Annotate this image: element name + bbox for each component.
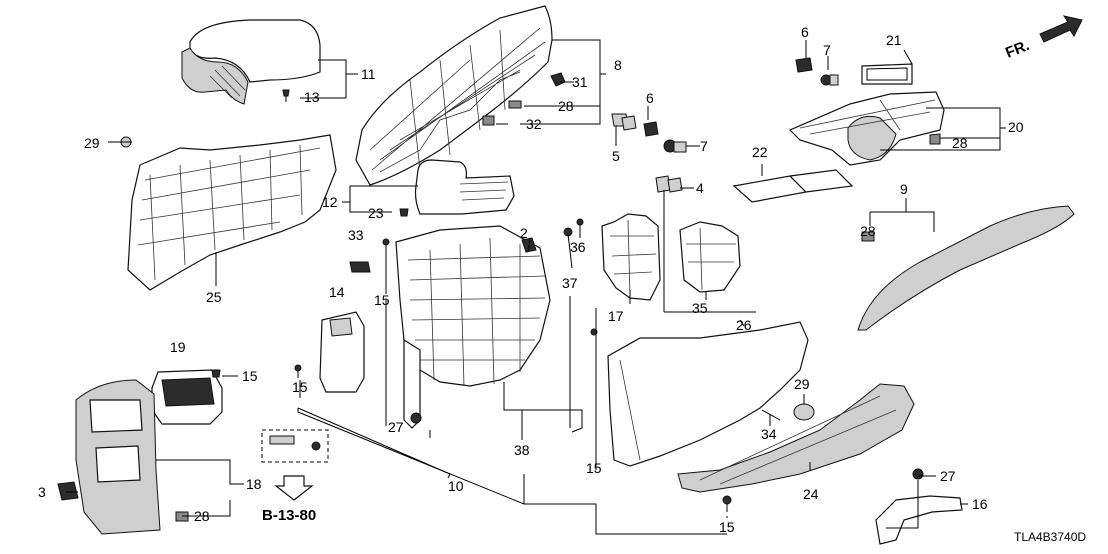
callout-15c: 15 [242, 368, 258, 384]
part-rear-panel-18 [75, 379, 161, 535]
callout-5: 5 [612, 148, 620, 164]
callout-36: 36 [570, 239, 586, 255]
part-bracket-16 [875, 495, 963, 545]
part-clip-3 [57, 481, 79, 501]
reference-label: B-13-80 [262, 507, 316, 524]
part-socket-7a [820, 74, 839, 86]
part-mat-21 [861, 63, 913, 85]
callout-29b: 29 [794, 376, 810, 392]
part-pin-34 [761, 409, 781, 421]
callout-10: 10 [448, 478, 464, 494]
callout-28b: 28 [952, 135, 968, 151]
part-screw-15c [211, 369, 221, 378]
part-cap-6a [795, 57, 813, 73]
callout-25: 25 [206, 289, 222, 305]
part-clip-28a [508, 100, 522, 109]
part-screw-23 [399, 208, 409, 217]
front-direction-arrow-icon [1039, 15, 1083, 43]
callout-28c: 28 [860, 223, 876, 239]
callout-37: 37 [562, 275, 578, 291]
callout-33: 33 [348, 227, 364, 243]
callout-15b: 15 [292, 379, 308, 395]
callout-15d: 15 [586, 460, 602, 476]
part-duct-24 [677, 383, 915, 493]
part-lid-22 [732, 169, 854, 203]
part-center-panel-26 [607, 321, 809, 467]
callout-13: 13 [304, 89, 320, 105]
callout-9: 9 [900, 181, 908, 197]
part-screw-15a [382, 238, 390, 250]
callout-28a: 28 [558, 98, 574, 114]
callout-numbers: 2 3 4 5 6 6 7 7 8 9 10 11 12 13 14 15 15… [38, 24, 1024, 535]
callout-15a: 15 [374, 292, 390, 308]
callout-35: 35 [692, 300, 708, 316]
part-switch-4 [655, 175, 683, 193]
callout-21: 21 [886, 32, 902, 48]
part-clip-27a [410, 412, 422, 424]
part-connector [261, 429, 329, 463]
callout-8: 8 [614, 57, 622, 73]
part-screw-15d [722, 495, 732, 512]
part-cap-6b [643, 121, 659, 137]
callout-27b: 27 [940, 468, 956, 484]
part-side-panel-8 [355, 5, 553, 186]
callout-12: 12 [322, 194, 338, 210]
part-clip-28b [929, 133, 941, 145]
part-console-box-38 [395, 225, 551, 429]
callout-11: 11 [361, 66, 376, 82]
callout-7a: 7 [823, 42, 831, 58]
callout-26: 26 [736, 317, 752, 333]
part-pad-32 [482, 115, 495, 126]
callout-31: 31 [572, 74, 588, 90]
callout-19: 19 [170, 339, 186, 355]
callout-20: 20 [1008, 119, 1024, 135]
part-switch-33 [349, 261, 371, 273]
part-bracket-17 [601, 213, 661, 301]
callout-2: 2 [520, 225, 528, 241]
callout-15e: 15 [719, 519, 735, 535]
part-bezel-14 [319, 311, 365, 393]
front-direction-label: FR. [1003, 37, 1032, 62]
callout-14: 14 [329, 284, 345, 300]
part-clip-31 [550, 72, 566, 87]
callout-29a: 29 [84, 135, 100, 151]
callout-24: 24 [803, 486, 819, 502]
part-screw-13 [282, 89, 290, 102]
part-switch-5 [611, 113, 637, 131]
reference-arrow [274, 475, 314, 501]
part-screw-27b [912, 468, 924, 480]
callout-6a: 6 [801, 24, 809, 40]
drawing-code: TLA4B3740D [1014, 530, 1086, 544]
part-tray-12 [414, 159, 515, 215]
part-side-panel-25 [127, 134, 337, 291]
part-armrest-lid [181, 19, 321, 105]
callout-38: 38 [514, 442, 530, 458]
part-trim-9 [857, 205, 1075, 331]
callout-34: 34 [761, 426, 777, 442]
callout-32: 32 [526, 116, 542, 132]
part-clip-28c [861, 231, 875, 242]
part-panel-20 [788, 91, 945, 166]
leader-lines [66, 39, 1006, 535]
callout-28d: 28 [194, 508, 210, 524]
callout-6b: 6 [646, 90, 654, 106]
callout-27a: 27 [388, 419, 404, 435]
part-vent-19 [151, 369, 223, 425]
callout-3: 3 [38, 484, 46, 500]
callout-23: 23 [368, 205, 384, 221]
part-bracket-35 [679, 221, 741, 293]
callout-22: 22 [752, 144, 768, 160]
part-screw-15b [294, 364, 302, 378]
callout-7b: 7 [700, 138, 708, 154]
callout-17: 17 [608, 308, 624, 324]
callout-16: 16 [972, 496, 988, 512]
callout-18: 18 [246, 476, 262, 492]
callout-4: 4 [696, 180, 704, 196]
part-cap-29b [793, 403, 815, 421]
part-socket-7b [663, 139, 687, 153]
